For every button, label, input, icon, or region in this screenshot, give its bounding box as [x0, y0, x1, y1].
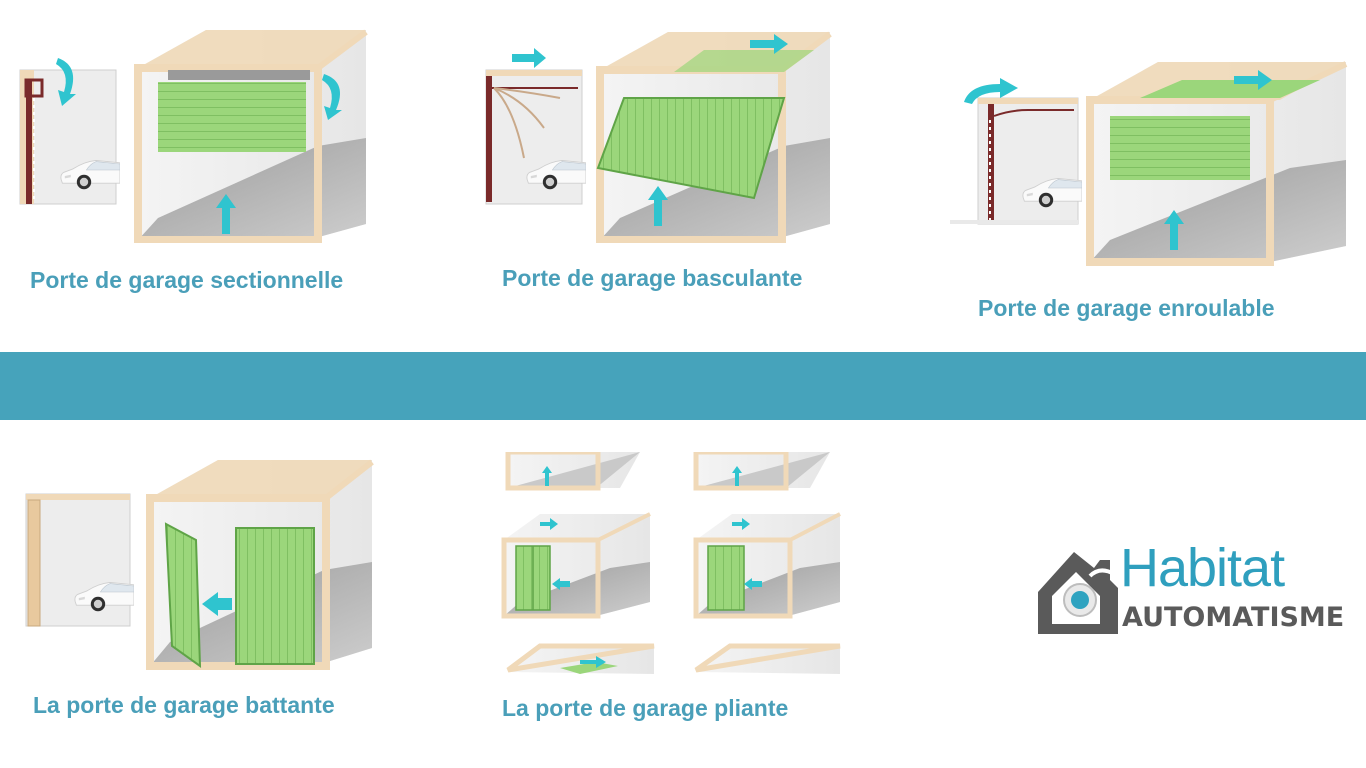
caption-rolling: Porte de garage enroulable	[978, 295, 1275, 321]
caption-swinging: La porte de garage battante	[33, 692, 335, 718]
caption-tilting: Porte de garage basculante	[502, 265, 803, 291]
folding-cell-mid-right	[693, 512, 841, 619]
section-divider-band	[0, 352, 1366, 420]
folding-cell-bottom-right	[694, 643, 841, 674]
swinging-side-view	[25, 493, 134, 627]
swinging-garage-box	[146, 459, 374, 670]
rolling-door-illustration	[950, 56, 1350, 266]
habitat-automatisme-logo: Habitat AUTOMATISME	[1034, 538, 1350, 638]
sectional-side-view	[19, 58, 120, 205]
sectional-door-illustration	[18, 28, 370, 243]
caption-folding: La porte de garage pliante	[502, 695, 789, 721]
caption-sectional: Porte de garage sectionnelle	[30, 267, 344, 293]
tilting-side-view	[485, 48, 586, 205]
folding-door-illustration	[500, 452, 845, 674]
logo-house-icon	[1038, 552, 1118, 634]
folding-cell-top-left	[505, 452, 640, 491]
swinging-door-illustration	[24, 456, 374, 671]
tilting-door-illustration	[484, 28, 834, 243]
folding-cell-mid-left	[501, 512, 651, 619]
sectional-garage-box	[134, 29, 368, 243]
tilting-garage-box	[596, 31, 832, 243]
logo-word-automatisme: AUTOMATISME	[1122, 602, 1345, 633]
rolling-garage-box	[1086, 61, 1348, 266]
logo-word-habitat: Habitat	[1120, 538, 1285, 598]
rolling-side-view	[950, 78, 1082, 225]
folding-cell-bottom-left	[506, 643, 655, 674]
folding-cell-top-right	[693, 452, 830, 491]
